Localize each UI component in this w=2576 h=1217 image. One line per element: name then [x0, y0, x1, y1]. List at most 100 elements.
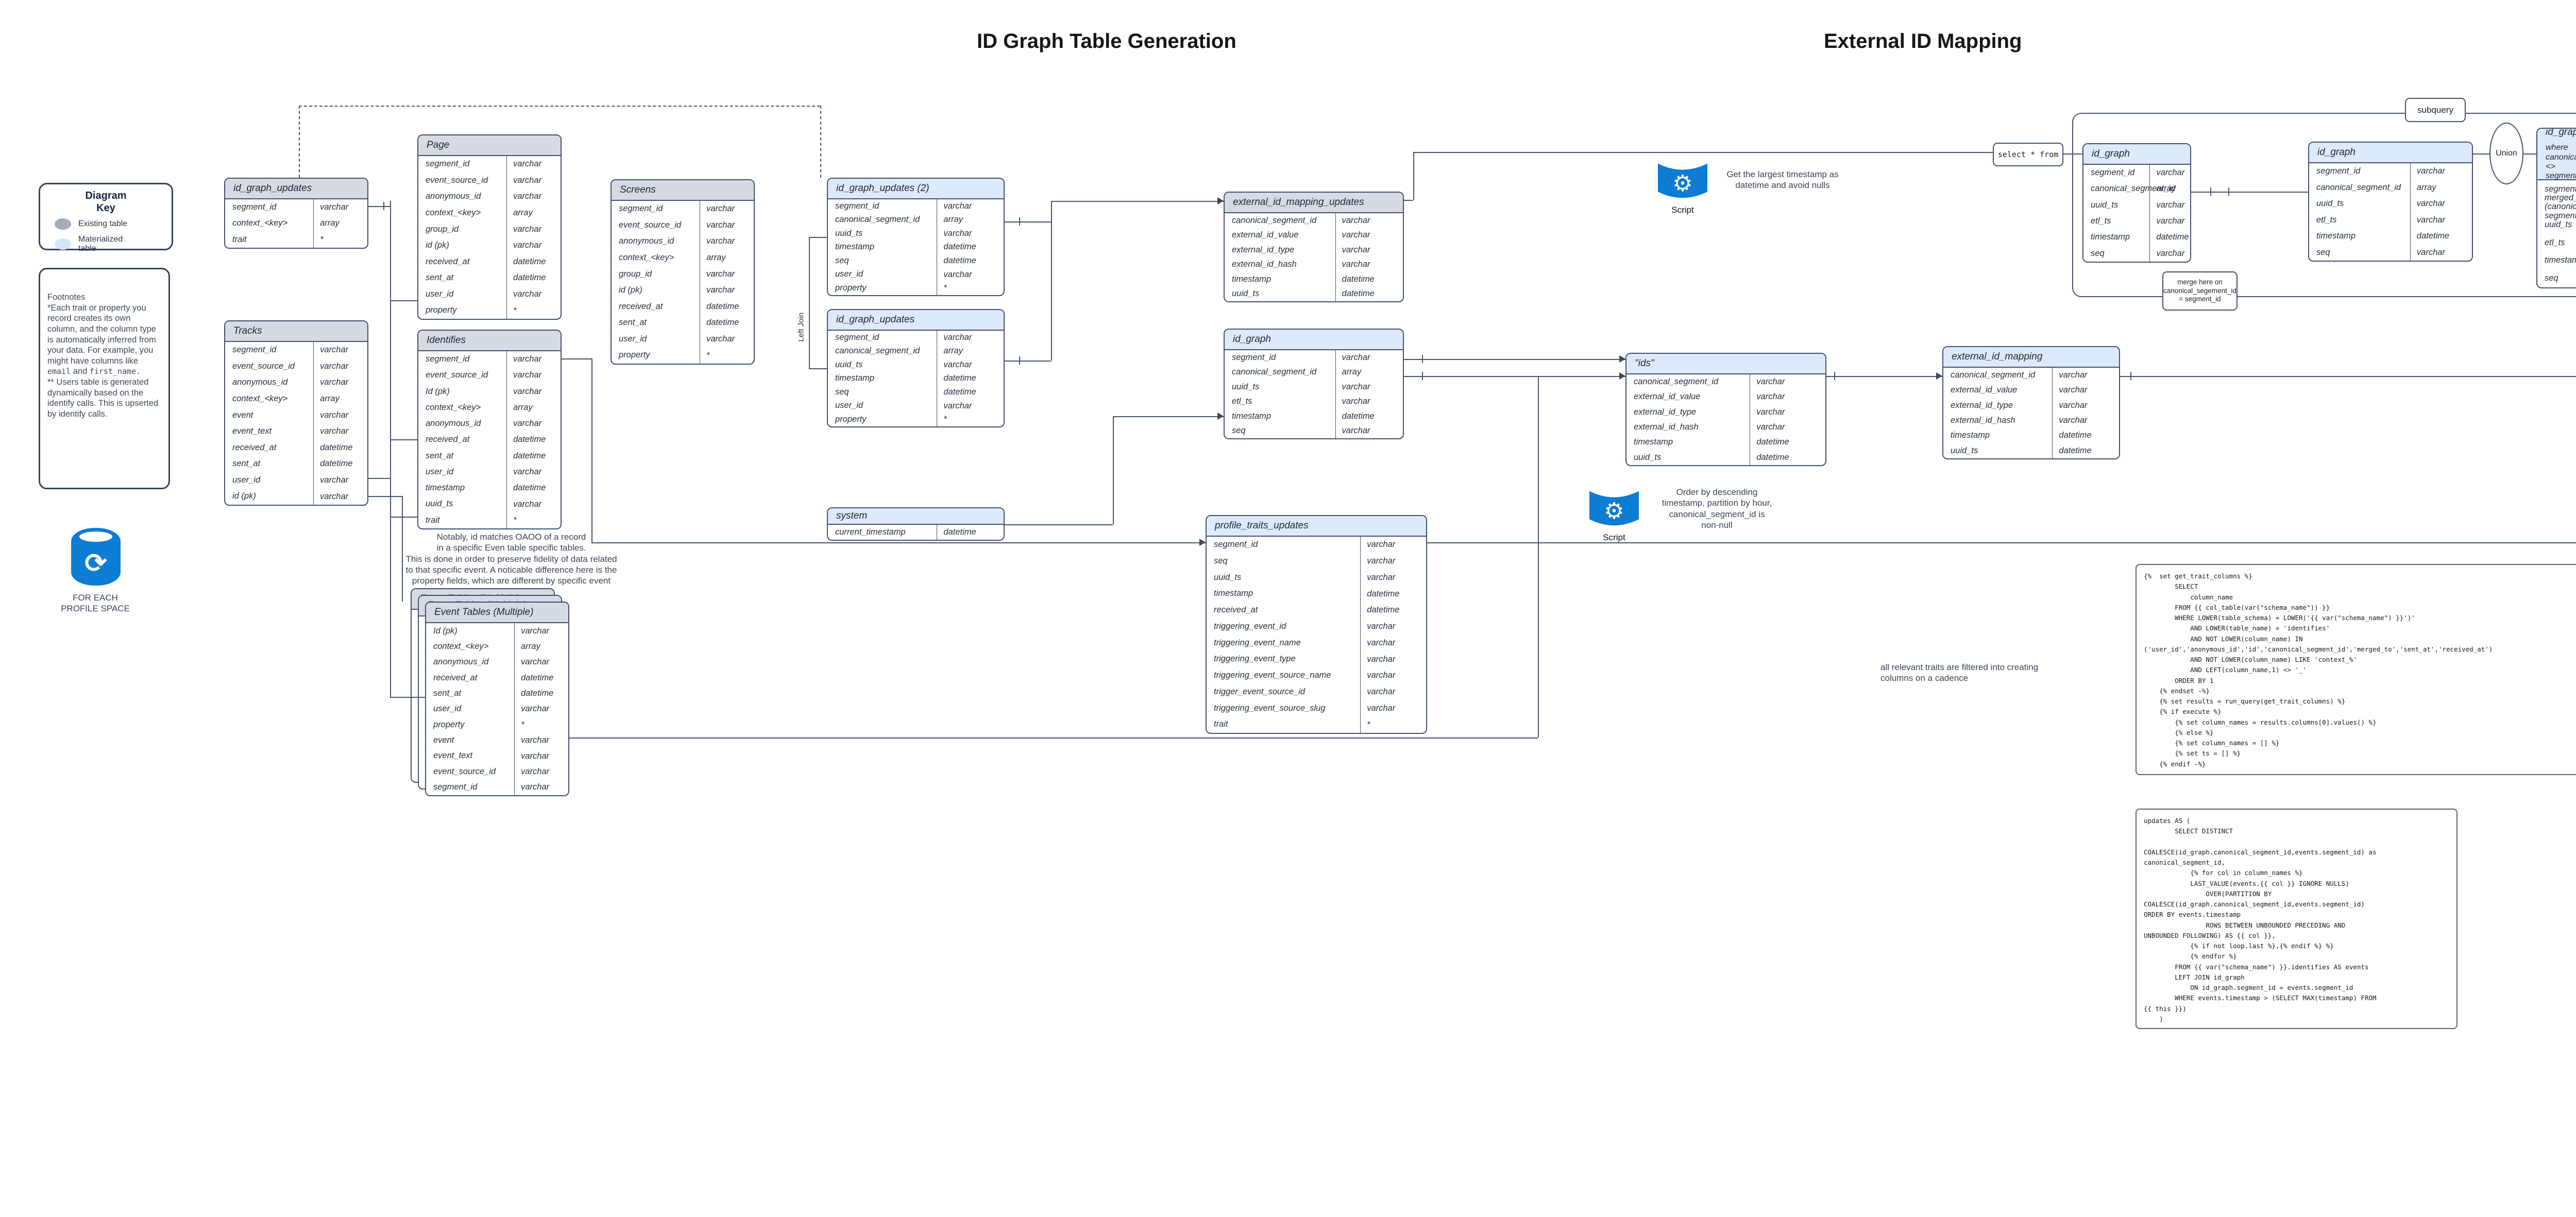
column-name: timestamp — [835, 373, 875, 383]
column-name: event_source_id — [426, 175, 488, 185]
column-type: * — [937, 413, 1004, 426]
column-type: varchar — [1360, 651, 1426, 667]
column-row: property* — [828, 281, 1004, 295]
table-title: id_graphwhere canonical_segement_id <> s… — [2537, 129, 2576, 180]
connector-line — [1005, 524, 1113, 525]
table-title: Identifies — [418, 331, 561, 351]
column-type: * — [506, 302, 561, 319]
column-name: external_id_type — [1634, 407, 1697, 417]
column-type: varchar — [700, 201, 754, 217]
column-type: varchar — [2052, 368, 2119, 383]
column-name: timestamp — [1232, 274, 1272, 284]
subquery-container[interactable] — [2072, 113, 2576, 297]
column-name: event_source_id — [232, 361, 295, 371]
column-type: array — [937, 344, 1004, 358]
column-type: varchar — [514, 732, 568, 748]
table-title: external_id_mapping_updates — [1225, 193, 1403, 213]
column-name: received_at — [433, 673, 478, 682]
connector-line — [1113, 416, 1114, 524]
table-title: id_graph — [2083, 144, 2190, 165]
updates-cte-code-block[interactable]: updates AS ( SELECT DISTINCT COALESCE(id… — [2136, 809, 2458, 1029]
column-name: seq — [835, 255, 849, 265]
column-row: context_<key>array — [418, 399, 561, 416]
section-title-id-graph: ID Graph Table Generation — [977, 30, 1236, 53]
script-icon-2[interactable]: ⚙ — [1589, 488, 1639, 530]
column-name: context_<key> — [426, 208, 481, 217]
column-name: received_at — [619, 301, 663, 311]
diagram-key[interactable]: Diagram Key Existing table Materialized … — [39, 183, 173, 253]
column-name: canonical_segment_id — [1232, 367, 1317, 377]
column-name: timestamp — [835, 242, 875, 252]
column-name: anonymous_id — [433, 657, 489, 667]
column-name: seq — [2545, 273, 2558, 283]
connector-line — [1051, 201, 1224, 202]
column-name: canonical_segment_id — [1951, 370, 2036, 380]
cylinder-top — [79, 532, 112, 542]
column-type: * — [1360, 716, 1426, 733]
column-type: datetime — [937, 254, 1004, 268]
column-row: merged_to (canonical segment_id)array — [2537, 193, 2576, 220]
column-name: context_<key> — [232, 218, 288, 228]
column-name: property — [433, 719, 465, 729]
column-name: timestamp — [2316, 231, 2356, 241]
merge-note-box[interactable]: merge here on canonical_segement_id = se… — [2162, 271, 2238, 311]
union-node[interactable]: Union — [2489, 123, 2523, 184]
gear-icon: ⚙ — [1604, 498, 1624, 524]
subquery-pill[interactable]: subquery — [2405, 98, 2466, 122]
column-name: context_<key> — [426, 402, 481, 412]
connector-line — [390, 201, 391, 698]
trait-columns-code-block[interactable]: {% set get_trait_columns %} SELECT colum… — [2136, 564, 2576, 775]
connector-line — [1538, 376, 1539, 738]
table-id_graph_where[interactable]: id_graphwhere canonical_segement_id <> s… — [2536, 128, 2576, 288]
footnotes[interactable]: Footnotes *Each trait or property you re… — [39, 268, 170, 489]
column-row: context_<key>array — [225, 390, 367, 407]
column-type: datetime — [514, 670, 568, 686]
column-row: context_<key>array — [225, 215, 367, 232]
column-type: array — [2149, 181, 2190, 197]
column-type: varchar — [506, 416, 561, 432]
column-type: varchar — [313, 358, 367, 375]
column-row: Id (pk)varchar — [426, 623, 568, 639]
column-name: merged_to (canonical segment_id) — [2545, 193, 2576, 220]
column-name: timestamp — [2545, 255, 2576, 265]
traits-filter-note: all relevant traits are filtered into cr… — [1880, 662, 2039, 683]
column-type: varchar — [506, 188, 561, 205]
connector-line — [820, 106, 821, 178]
column-type: varchar — [1360, 618, 1426, 635]
connector-line — [299, 106, 300, 178]
select-from-box[interactable]: select * from — [1993, 143, 2063, 166]
column-type: datetime — [1360, 586, 1426, 602]
column-type: datetime — [506, 270, 561, 286]
script-flag-shape — [1658, 163, 1707, 198]
column-name: timestamp — [426, 483, 465, 493]
script-icon-1[interactable]: ⚙ — [1658, 161, 1707, 203]
arrowhead-icon — [1619, 355, 1629, 363]
table-title: id_graph_updates — [225, 179, 367, 199]
relationship-tick — [1422, 372, 1423, 380]
profile-space-database-icon[interactable]: ⟳ — [71, 528, 121, 586]
